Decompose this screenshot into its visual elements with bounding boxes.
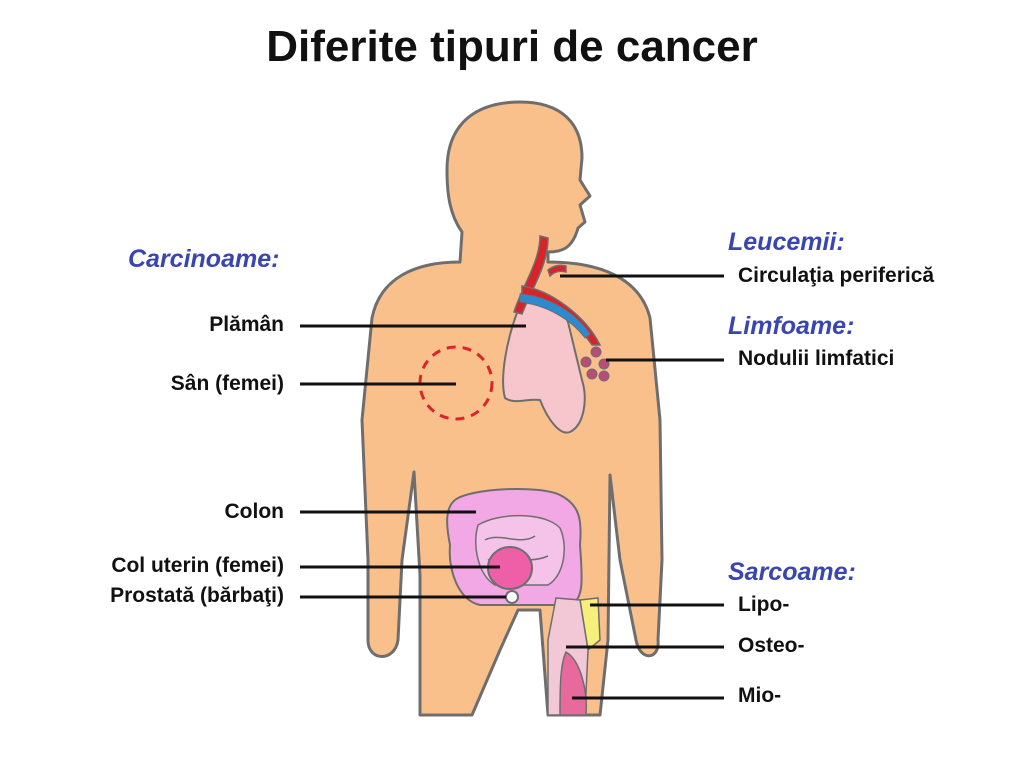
lymph-nodes — [580, 346, 610, 382]
label-plaman: Plămân — [209, 313, 284, 336]
prostate — [505, 590, 519, 604]
vein — [519, 293, 591, 339]
label-colon: Colon — [224, 500, 284, 523]
label-san: Sân (femei) — [170, 372, 284, 395]
category-carcinoame: Carcinoame: — [128, 245, 280, 273]
category-limfoame: Limfoame: — [728, 312, 855, 340]
label-prostata: Prostată (bărbaţi) — [110, 584, 284, 607]
page-title: Diferite tipuri de cancer — [266, 22, 758, 71]
label-lipo: Lipo- — [738, 593, 790, 616]
label-osteo: Osteo- — [738, 634, 805, 657]
leader-lines — [300, 274, 724, 700]
label-circulatia: Circulaţia periferică — [738, 264, 935, 287]
label-mio: Mio- — [738, 684, 782, 707]
body-silhouette — [360, 100, 664, 717]
label-col-uterin: Col uterin (femei) — [111, 554, 284, 577]
label-nodulii: Nodulii limfatici — [738, 347, 895, 370]
artery-top — [547, 264, 567, 278]
category-sarcoame: Sarcoame: — [728, 558, 856, 586]
category-leucemii: Leucemii: — [728, 228, 845, 256]
